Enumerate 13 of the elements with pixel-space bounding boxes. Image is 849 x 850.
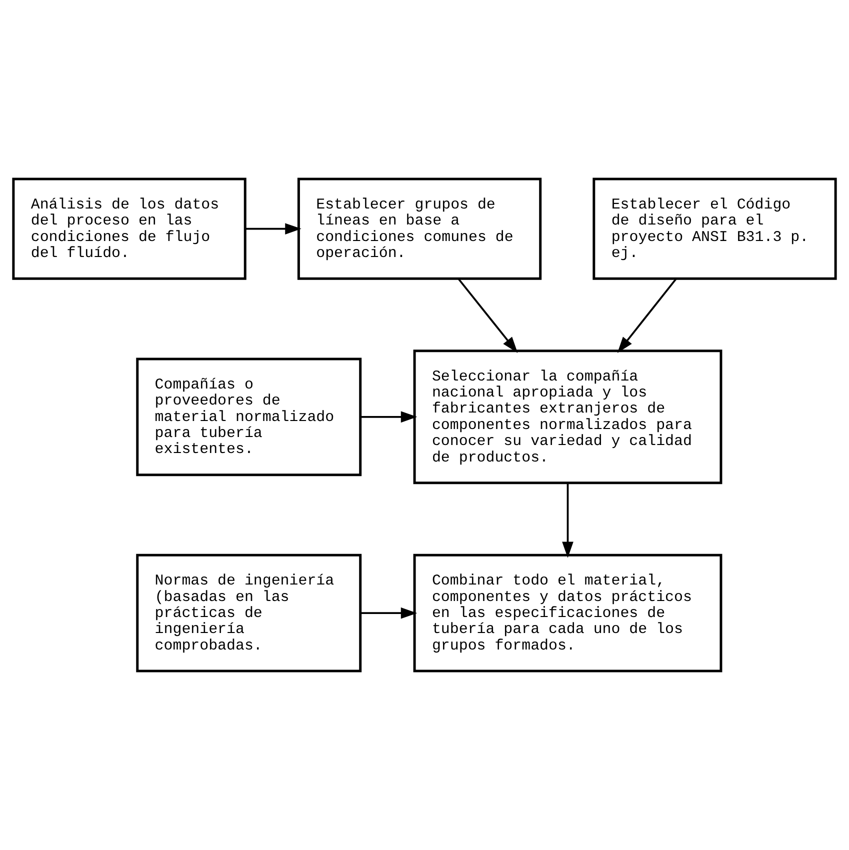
node-box: Establecer grupos de líneas en base a condiciones comunes de operación. [297, 178, 542, 280]
arrow [360, 607, 418, 619]
arrow [562, 483, 574, 558]
node-box: Establecer el Código de diseño para el proyecto ANSI B31.3 p. ej. [592, 178, 837, 280]
node-box: Seleccionar la compañía nacional apropiada y los fabricantes extranjeros de componentes normalizados para conocer su variedad y calidad de productos. [413, 350, 722, 484]
arrow [360, 411, 418, 423]
arrow [617, 278, 677, 354]
arrow [458, 278, 518, 354]
node-box: Normas de ingeniería (basadas en las prácticas de ingeniería comprobadas. [136, 554, 362, 672]
node-box: Compañías o proveedores de material normalizado para tubería existentes. [136, 358, 362, 476]
node-box: Análisis de los datos del proceso en las condiciones de flujo del fluído. [12, 178, 246, 280]
node-box: Combinar todo el material, componentes y datos prácticos en las especificaciones de tubería para cada uno de los grupos formados. [413, 554, 722, 672]
arrow [245, 223, 302, 234]
